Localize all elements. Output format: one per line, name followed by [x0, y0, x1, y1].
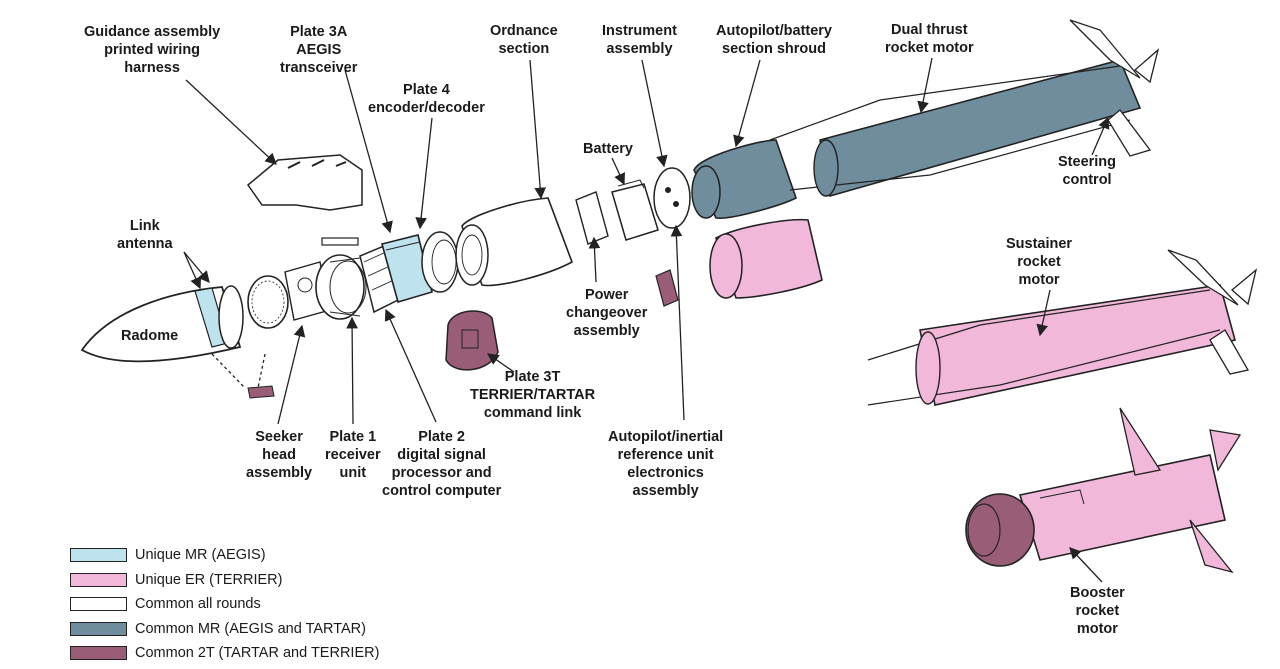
label-battery: Battery	[583, 141, 633, 157]
radome	[80, 285, 275, 399]
plate3a-transceiver	[381, 234, 433, 303]
plate4-encoder	[421, 231, 459, 293]
legend-swatch-common	[70, 597, 127, 612]
legend-label: Common 2T (TARTAR and TERRIER)	[135, 645, 380, 662]
autopilot-shroud-er	[709, 218, 823, 299]
leader-lines	[183, 57, 1110, 583]
plate1-receiver	[315, 254, 367, 320]
plate3t-command-link	[445, 310, 499, 371]
legend-label: Common all rounds	[135, 596, 261, 613]
instrument-assembly	[653, 167, 691, 229]
label-plate2: Plate 2 digital signal processor and con…	[382, 429, 502, 499]
power-changeover	[575, 191, 679, 307]
legend-item: Unique MR (AEGIS)	[70, 543, 379, 568]
label-instrument: Instrument assembly	[602, 23, 677, 57]
legend-item: Unique ER (TERRIER)	[70, 568, 379, 593]
label-steering: Steering control	[1058, 154, 1117, 188]
guidance-harness	[246, 154, 363, 246]
legend-item: Common all rounds	[70, 592, 379, 617]
label-plate3a: Plate 3A AEGIS transceiver	[280, 24, 358, 76]
legend-item: Common 2T (TARTAR and TERRIER)	[70, 641, 379, 666]
label-guidance-harness: Guidance assembly printed wiring harness	[84, 24, 221, 76]
legend-label: Common MR (AEGIS and TARTAR)	[135, 620, 366, 637]
label-dual-thrust: Dual thrust rocket motor	[885, 22, 974, 56]
autopilot-shroud-mr	[691, 139, 797, 219]
legend: Unique MR (AEGIS) Unique ER (TERRIER) Co…	[70, 543, 379, 666]
label-autopilot-ref: Autopilot/inertial reference unit electr…	[608, 429, 724, 499]
label-ordnance: Ordnance section	[490, 23, 558, 57]
label-link-antenna: Link antenna	[117, 218, 173, 252]
label-shroud: Autopilot/battery section shroud	[716, 23, 832, 57]
label-plate1: Plate 1 receiver unit	[325, 429, 381, 481]
ordnance-section	[455, 197, 573, 287]
legend-label: Unique ER (TERRIER)	[135, 571, 283, 588]
label-seeker: Seeker head assembly	[246, 429, 313, 481]
legend-swatch-terrier	[70, 572, 127, 587]
legend-label: Unique MR (AEGIS)	[135, 547, 266, 564]
booster-motor	[965, 407, 1242, 574]
label-booster: Booster rocket motor	[1070, 585, 1125, 637]
legend-swatch-aegis	[70, 548, 127, 563]
dual-thrust-motor	[769, 19, 1160, 198]
label-power: Power changeover assembly	[566, 287, 648, 339]
legend-swatch-2t	[70, 646, 127, 661]
legend-swatch-mr	[70, 621, 127, 636]
label-radome: Radome	[121, 328, 179, 344]
label-plate3t: Plate 3T TERRIER/TARTAR command link	[470, 369, 596, 421]
label-sustainer: Sustainer rocket motor	[1006, 236, 1073, 288]
sustainer-motor	[867, 249, 1258, 406]
label-plate4: Plate 4 encoder/decoder	[368, 82, 485, 116]
legend-item: Common MR (AEGIS and TARTAR)	[70, 617, 379, 642]
battery	[611, 179, 659, 241]
